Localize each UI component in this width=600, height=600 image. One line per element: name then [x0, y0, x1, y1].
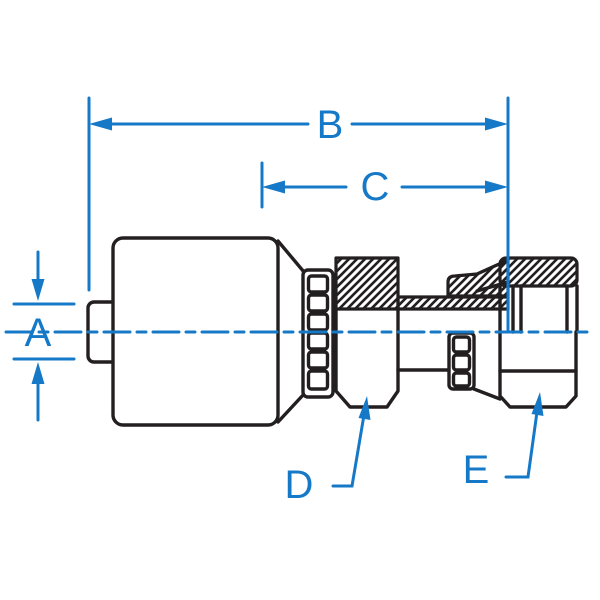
dim-c-arrow-right: [485, 180, 508, 194]
leader-d-arrow: [358, 396, 371, 420]
threaded-tube-section: [396, 295, 510, 311]
hex-nut-exterior: [334, 330, 451, 409]
dim-b-arrow-right: [485, 117, 508, 131]
dim-label-c: C: [361, 165, 390, 209]
leader-e: E: [463, 392, 544, 492]
hex-nut-bore-walls: [334, 307, 400, 334]
dimension-c: C: [260, 161, 508, 209]
dim-label-b: B: [317, 103, 344, 147]
rear-collar: [447, 331, 502, 401]
leader-d: D: [285, 396, 371, 507]
dimension-a: A: [12, 250, 76, 422]
dim-a-arrow-down: [31, 279, 45, 301]
swivel-nut-exterior: [498, 330, 578, 409]
dim-label-d: D: [285, 463, 314, 507]
leader-e-arrow: [531, 392, 544, 416]
shell-taper: [276, 239, 306, 424]
dim-label-e: E: [463, 448, 490, 492]
dimension-b: B: [87, 96, 510, 334]
hex-nut-section: [334, 256, 400, 311]
dim-b-arrow-left: [89, 117, 112, 131]
dim-label-a: A: [25, 311, 52, 355]
dim-c-arrow-left: [262, 180, 285, 194]
swivel-nut-section: [498, 256, 579, 334]
dim-a-arrow-up: [31, 362, 45, 384]
